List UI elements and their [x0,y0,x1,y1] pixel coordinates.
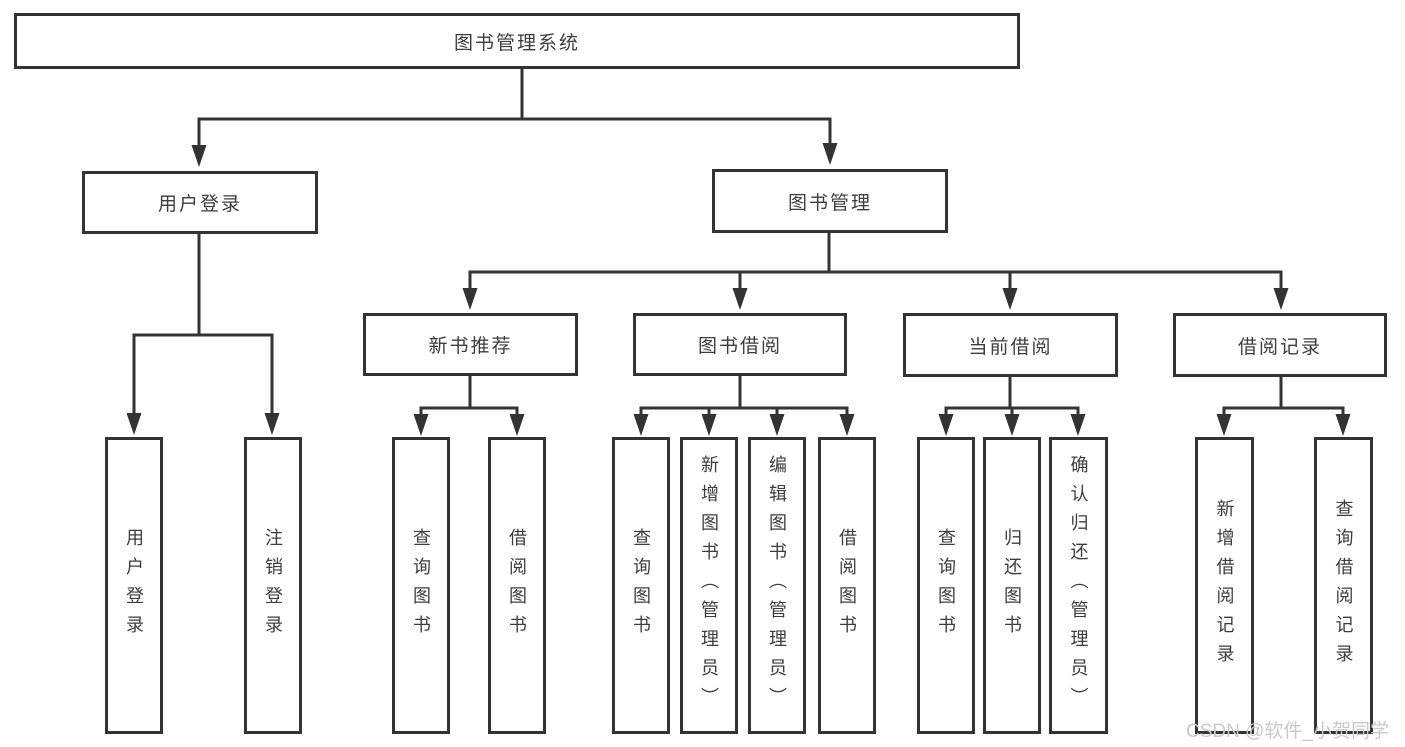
node-borrow-record: 借阅记录 [1173,313,1387,377]
node-borrow-books-recommend: 借阅图书 [488,437,546,734]
node-query-borrow-record: 查询借阅记录 [1314,437,1373,734]
node-book-management-label: 图书管理 [787,192,872,214]
node-new-book-recommend-label: 新书推荐 [428,336,513,357]
csdn-watermark: CSDN @软件_小贺同学 [1186,721,1389,742]
node-edit-books-admin: 编辑图书（管理员） [748,437,806,734]
node-user-login-action: 用户登录 [105,437,163,734]
node-borrow-books-action: 借阅图书 [818,437,876,734]
node-current-borrow-label: 当前借阅 [968,336,1053,358]
node-add-books-admin: 新增图书（管理员） [680,437,738,734]
node-root: 图书管理系统 [14,13,1020,69]
node-borrow-record-label: 借阅记录 [1237,336,1322,358]
node-return-books: 归还图书 [983,437,1041,734]
node-query-books-current: 查询图书 [917,437,975,734]
node-new-book-recommend: 新书推荐 [363,313,578,376]
node-book-borrow: 图书借阅 [633,313,847,376]
node-book-borrow-label: 图书借阅 [697,336,782,357]
node-confirm-return-admin: 确认归还（管理员） [1049,437,1108,734]
node-root-label: 图书管理系统 [453,32,580,54]
node-query-books-recommend: 查询图书 [392,437,450,734]
node-query-books-borrow: 查询图书 [612,437,670,734]
node-book-management: 图书管理 [712,169,948,233]
node-add-borrow-record: 新增借阅记录 [1195,437,1254,734]
node-logout-action: 注销登录 [244,437,302,734]
node-user-login: 用户登录 [82,171,318,234]
node-user-login-label: 用户登录 [157,194,242,215]
node-current-borrow: 当前借阅 [903,313,1118,377]
